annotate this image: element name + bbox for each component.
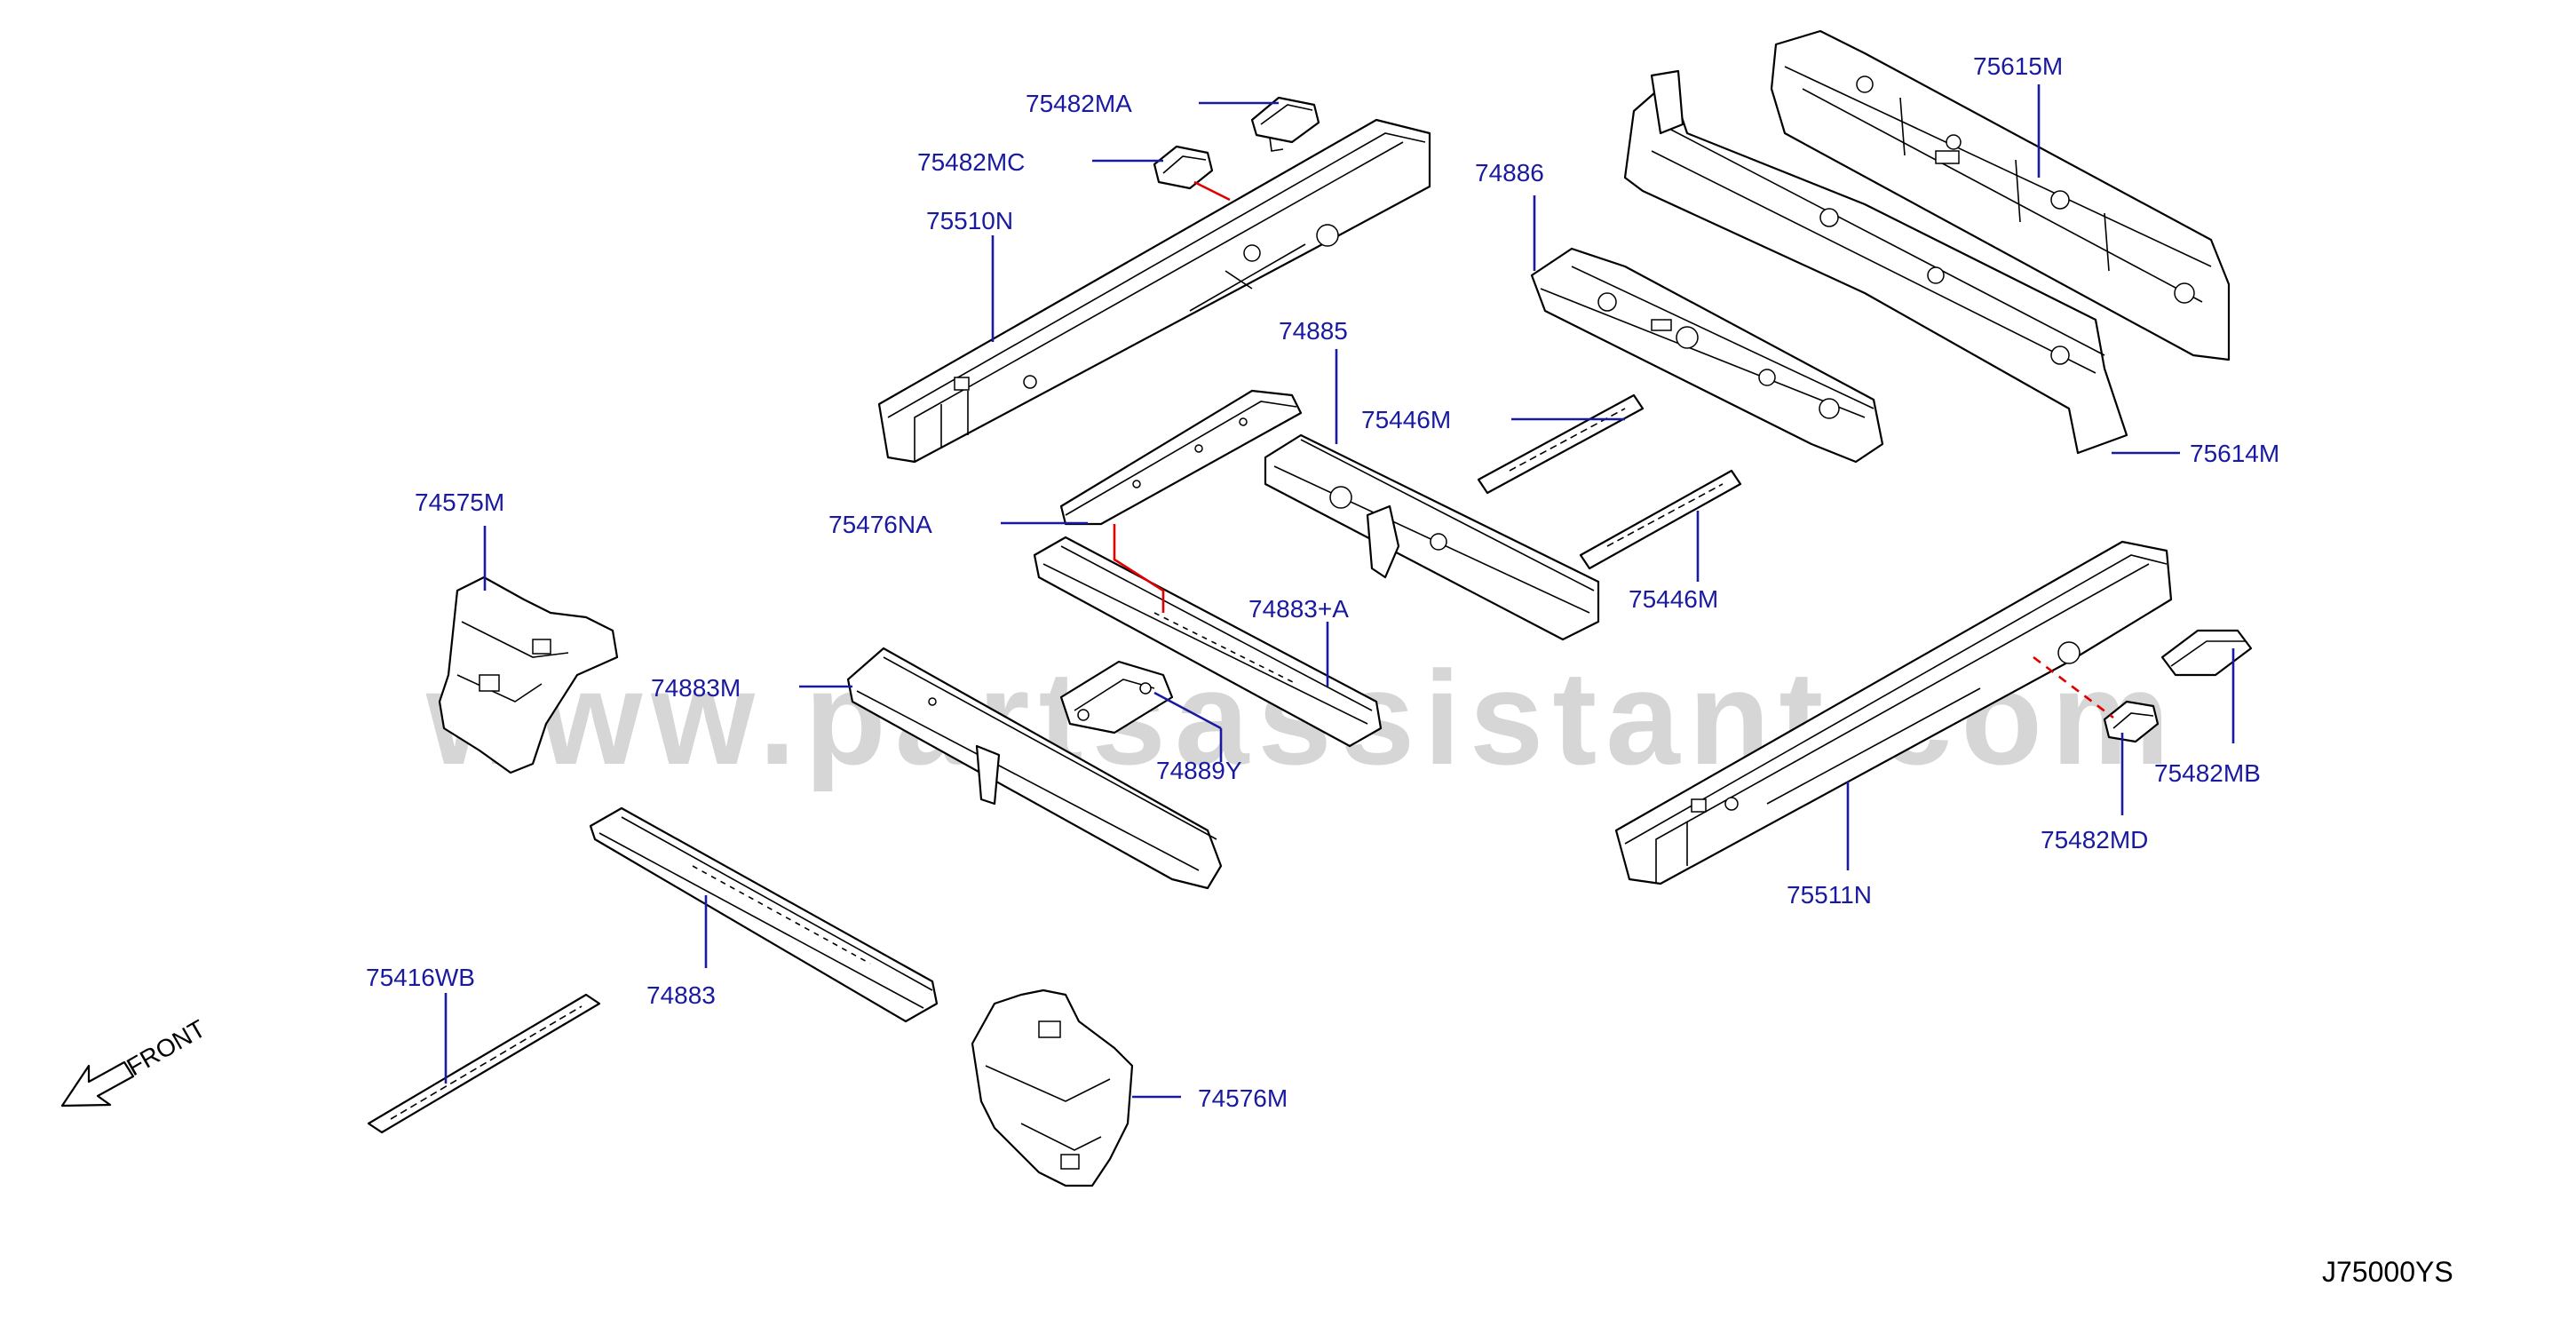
callout-74883m[interactable]: 74883M [651,674,741,702]
callout-75446m-lower[interactable]: 75446M [1629,585,1718,613]
part-75482md-bracket[interactable] [2103,700,2160,743]
part-75614m-rear-crossmember[interactable] [1623,69,2128,455]
callout-labels: 75482MA 75482MC 75510N 75615M 74886 7488… [366,52,2279,1112]
callout-75482mb[interactable]: 75482MB [2154,759,2261,787]
callout-74883[interactable]: 74883 [646,981,716,1009]
callout-74889y[interactable]: 74889Y [1156,757,1242,784]
part-75615m-rear-panel[interactable] [1770,29,2231,361]
callout-74575m[interactable]: 74575M [415,488,504,516]
leader-lines [444,84,2235,1099]
part-75482mb-bracket[interactable] [2160,629,2253,677]
diagram-reference-code: J75000YS [2322,1256,2453,1288]
part-75510n-side-member[interactable] [877,118,1431,464]
front-arrow-icon [60,1060,135,1108]
connector-line-75482md [2033,655,2114,719]
callout-75614m[interactable]: 75614M [2190,440,2279,467]
callout-74886[interactable]: 74886 [1475,159,1544,187]
front-direction-indicator: FRONT [60,1014,210,1108]
callout-75476na[interactable]: 75476NA [828,511,932,538]
callout-75482md[interactable]: 75482MD [2041,826,2148,854]
part-75416wb-rail[interactable] [367,993,601,1134]
callout-75416wb[interactable]: 75416WB [366,964,475,991]
part-74575m-bracket[interactable] [438,576,619,774]
part-74883m-rail[interactable] [846,647,1223,890]
callout-75446m-upper[interactable]: 75446M [1361,406,1451,433]
part-74883a-rail[interactable] [1033,536,1383,748]
part-75482mc-bracket[interactable] [1153,145,1214,190]
connector-line-75476na [1113,524,1165,613]
part-74576m-bracket[interactable] [971,988,1134,1187]
part-75511n-side-member[interactable] [1614,540,2173,885]
part-74886-cross-member[interactable] [1530,247,1884,464]
connector-line-75482mc [1193,180,1231,202]
callout-75510n[interactable]: 75510N [926,207,1013,234]
callout-75615m[interactable]: 75615M [1973,52,2063,80]
front-label: FRONT [123,1014,210,1081]
part-75482ma-bracket[interactable] [1250,96,1320,152]
part-74889y-bracket[interactable] [1059,660,1174,734]
callout-74883a[interactable]: 74883+A [1248,595,1349,623]
callout-75482mc[interactable]: 75482MC [917,148,1025,176]
callout-74885[interactable]: 74885 [1279,317,1348,345]
callout-74576m[interactable]: 74576M [1198,1084,1288,1112]
callout-75511n[interactable]: 75511N [1787,881,1872,909]
part-74883-rail[interactable] [589,806,939,1023]
part-75446m-rail-upper[interactable] [1477,393,1645,495]
callout-75482ma[interactable]: 75482MA [1026,90,1132,117]
part-75446m-rail-lower[interactable] [1579,469,1742,570]
part-74885-cross-member[interactable] [1264,433,1600,641]
